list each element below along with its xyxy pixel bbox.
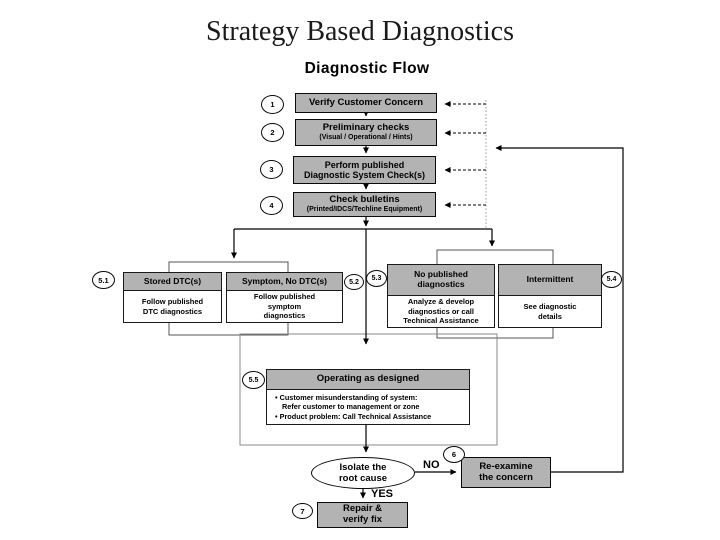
step-label: Repair & verify fix — [342, 503, 383, 525]
bullet-line: • Product problem: Call Technical Assist… — [275, 411, 432, 421]
feedback-loop-line — [495, 145, 624, 473]
step-box-reexamine-concern: Re-examine the concern — [461, 457, 551, 488]
decision-oval-isolate-root-cause: Isolate the root cause — [311, 457, 415, 489]
step-box-preliminary-checks: Preliminary checks (Visual / Operational… — [295, 119, 437, 146]
step-number: 3 — [269, 165, 274, 174]
step-number: 4 — [269, 201, 274, 210]
branch-number: 5.3 — [371, 275, 382, 282]
flow-heading: Diagnostic Flow — [304, 60, 430, 77]
branch-box-intermittent: Intermittent See diagnostic details — [498, 264, 602, 328]
step-box-verify-concern: Verify Customer Concern — [295, 93, 437, 113]
step-box-repair-verify-fix: Repair & verify fix — [317, 502, 408, 528]
branch-box-no-published: No published diagnostics Analyze & devel… — [387, 264, 495, 328]
branch-circle-5-5: 5.5 — [242, 371, 265, 389]
step-number: 2 — [270, 128, 275, 137]
step-circle-1: 1 — [261, 95, 284, 114]
step-label: Re-examine the concern — [479, 460, 533, 483]
step-number: 6 — [451, 450, 457, 459]
step-box-check-bulletins: Check bulletins (Printed/IDCS/Techline E… — [293, 192, 436, 217]
main-flow-arrows — [231, 110, 495, 499]
branch-title: Operating as designed — [267, 370, 469, 390]
step-sublabel: (Printed/IDCS/Techline Equipment) — [306, 205, 423, 213]
step-label: Verify Customer Concern — [308, 96, 424, 108]
slide-title: Strategy Based Diagnostics — [206, 16, 514, 47]
branch-number: 5.5 — [248, 376, 259, 384]
step-box-system-check: Perform published Diagnostic System Chec… — [293, 156, 436, 184]
branch-number: 5.2 — [349, 278, 359, 286]
step-circle-6: 6 — [443, 446, 465, 463]
bullet-line: Refer customer to management or zone — [282, 402, 420, 412]
branch-circle-5-3: 5.3 — [366, 270, 387, 287]
branch-title: Stored DTC(s) — [124, 273, 221, 291]
step-label: Check bulletins — [329, 194, 400, 206]
branch-box-stored-dtc: Stored DTC(s) Follow published DTC diagn… — [123, 272, 222, 323]
branch-circle-5-2: 5.2 — [344, 274, 364, 290]
bullet-line: • Customer misunderstanding of system: — [275, 393, 418, 403]
branch-number: 5.1 — [98, 275, 109, 285]
step-circle-3: 3 — [260, 160, 283, 179]
container-operating-group — [239, 333, 498, 446]
branch-title: No published diagnostics — [388, 265, 494, 296]
branch-bullet-list: • Customer misunderstanding of system: R… — [267, 390, 469, 424]
branch-box-operating-as-designed: Operating as designed • Customer misunde… — [266, 369, 470, 425]
step-number: 7 — [300, 506, 305, 516]
branch-body: See diagnostic details — [523, 301, 577, 321]
branch-number: 5.4 — [606, 276, 617, 283]
step-circle-4: 4 — [260, 196, 283, 215]
branch-circle-5-1: 5.1 — [92, 271, 115, 289]
branch-box-symptom-no-dtc: Symptom, No DTC(s) Follow published symp… — [226, 272, 343, 323]
branch-body: Analyze & develop diagnostics or call Te… — [403, 296, 479, 326]
step-label: Perform published Diagnostic System Chec… — [303, 159, 426, 180]
branch-title: Intermittent — [499, 265, 601, 296]
step-circle-2: 2 — [261, 123, 284, 142]
branch-circle-5-4: 5.4 — [601, 271, 622, 288]
step-number: 1 — [270, 100, 275, 109]
edge-label-yes: YES — [371, 488, 394, 500]
edge-label-no: NO — [423, 459, 440, 471]
step-circle-7: 7 — [292, 503, 313, 519]
step-sublabel: (Visual / Operational / Hints) — [319, 133, 413, 141]
step-label: Preliminary checks — [322, 122, 410, 134]
dashed-return-arrows — [444, 101, 486, 208]
branch-body: Follow published symptom diagnostics — [253, 291, 316, 321]
branch-title: Symptom, No DTC(s) — [227, 273, 342, 291]
branch-body: Follow published DTC diagnostics — [141, 296, 204, 316]
